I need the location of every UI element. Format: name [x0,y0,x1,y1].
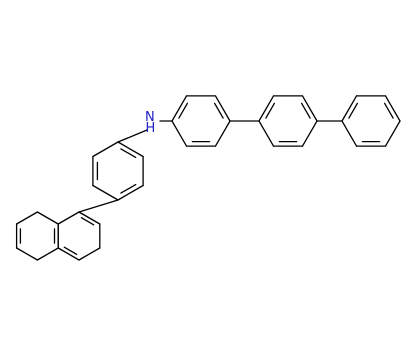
middle-phenylene-ring-bond [301,120,318,147]
naphthyl-phenylene-ring-bond [117,141,144,158]
naphthalene-ring-bond [57,247,80,261]
naphthalene-ring-bond [36,247,59,261]
terminal-phenyl-ring-double-bond [348,102,359,119]
aminophenyl-ring-bond [171,120,188,147]
naphthalene-ring-double-bond [63,246,78,255]
naphthyl-phenylene-ring-double-bond [120,183,137,194]
middle-phenylene-ring-double-bond [265,102,276,119]
naphthalene-ring-double-bond [80,217,95,226]
naphthyl-phenylene-ring-bond [117,184,144,201]
nitrogen-atom-label: N [145,110,155,125]
aminophenyl-ring-bond [214,95,231,122]
terminal-phenyl-ring-double-bond [383,102,394,119]
aminophenyl-ring-bond [214,120,231,147]
biaryl-bond [78,199,119,213]
bond-lines [15,95,401,261]
naphthyl-phenylene-ring-bond [92,184,119,201]
naphthalene-ring-bond [57,211,80,225]
aminophenyl-ring-double-bond [213,102,224,119]
naphthalene-ring-bond [15,247,39,261]
n-aryl-bond [117,129,148,143]
naphthalene-ring-bond [15,211,39,225]
terminal-phenyl-ring-bond [384,120,401,147]
atom-labels: N H [145,110,155,136]
middle-phenylene-ring-bond [301,95,318,122]
naphthalene-ring-bond [36,211,59,225]
aminophenyl-ring-bond [171,95,188,122]
terminal-phenyl-ring-bond [341,120,358,147]
terminal-phenyl-ring-bond [341,95,358,122]
hydrogen-atom-label: H [146,121,156,136]
aminophenyl-ring-double-bond [178,102,189,119]
naphthalene-ring-bond [78,247,101,261]
middle-phenylene-ring-bond [258,120,275,147]
terminal-phenyl-ring-bond [384,95,401,122]
naphthyl-phenylene-ring-double-bond [120,148,137,159]
naphthalene-ring-bond [78,211,101,225]
middle-phenylene-ring-bond [258,95,275,122]
naphthyl-phenylene-ring-bond [92,141,119,158]
middle-phenylene-ring-double-bond [300,102,311,119]
